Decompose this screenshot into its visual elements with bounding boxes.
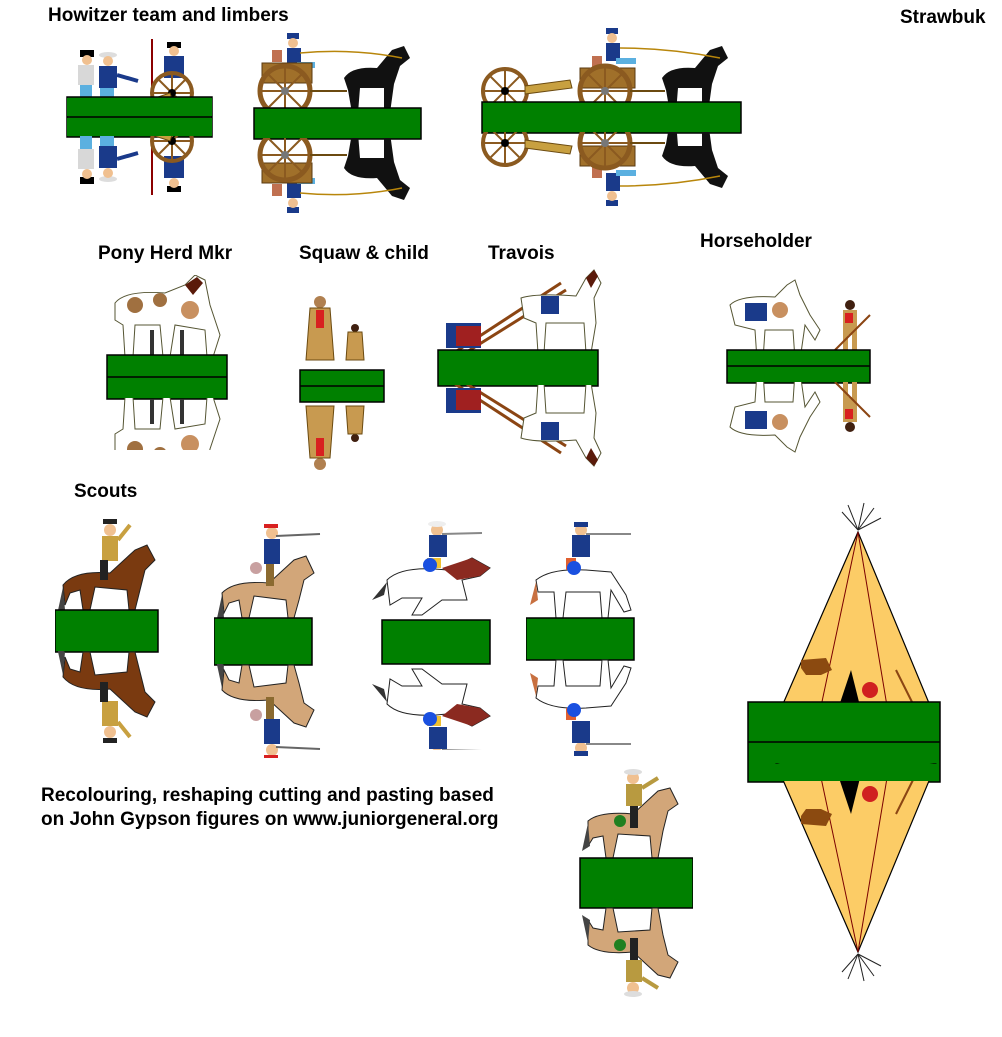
section-label-pony-herd: Pony Herd Mkr — [98, 243, 233, 264]
author-label: Strawbuk — [900, 7, 986, 28]
tipi-figure — [746, 500, 942, 990]
scout-4-figure — [526, 520, 641, 760]
scout-1-figure — [55, 515, 165, 745]
tipi-icon — [747, 502, 941, 982]
section-label-travois: Travois — [488, 243, 555, 264]
credit-text: Recolouring, reshaping cutting and pasti… — [41, 784, 498, 832]
squaw-child-figure — [298, 290, 388, 470]
section-label-howitzer: Howitzer team and limbers — [48, 5, 289, 26]
limber-horse-icon — [253, 33, 422, 218]
mounted-scout-icon — [55, 519, 159, 745]
mounted-scout-rifle-icon — [214, 524, 321, 758]
horseholder-figure — [725, 275, 875, 465]
pony-herd-icon — [106, 275, 228, 450]
scout-2-figure — [214, 518, 324, 758]
limber-gun-horse-icon — [480, 28, 742, 218]
mounted-scout-pistol-icon — [579, 769, 693, 999]
limber-figure — [252, 28, 427, 218]
credit-line-2: on John Gypson figures on www.juniorgene… — [41, 809, 499, 830]
credit-line-1: Recolouring, reshaping cutting and pasti… — [41, 785, 494, 806]
mounted-scout-grazing-icon — [526, 522, 635, 757]
limber-gun-figure — [480, 28, 745, 218]
section-label-scouts: Scouts — [74, 481, 138, 502]
scout-5-figure — [578, 766, 693, 1006]
horseholder-icon — [726, 279, 871, 453]
travois-figure — [436, 268, 606, 468]
squaw-child-icon — [299, 296, 385, 470]
scout-3-figure — [372, 520, 502, 750]
section-label-squaw: Squaw & child — [299, 243, 429, 264]
section-label-horseholder: Horseholder — [700, 231, 812, 252]
galloping-scout-icon — [372, 521, 491, 750]
howitzer-crew-icon — [66, 39, 213, 195]
pony-herd-figure — [105, 275, 230, 450]
travois-icon — [437, 269, 603, 468]
howitzer-crew-figure — [60, 35, 220, 195]
